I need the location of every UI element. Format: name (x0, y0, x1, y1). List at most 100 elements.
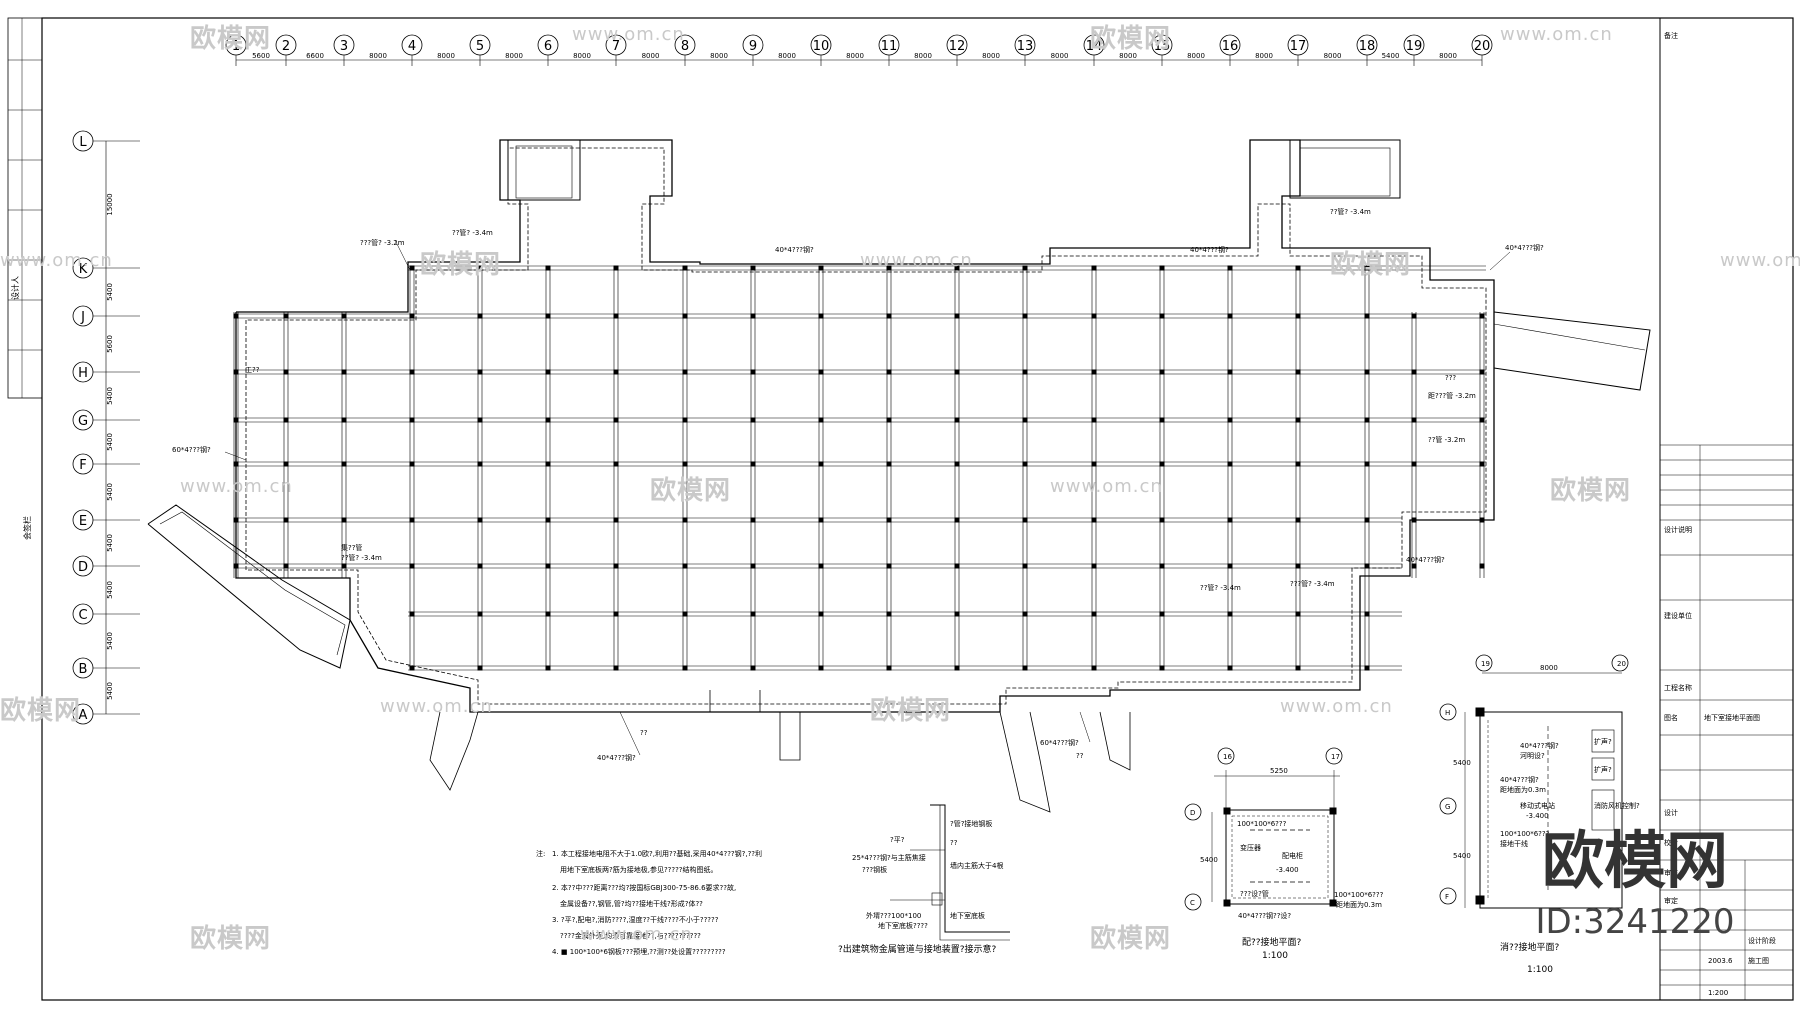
svg-text:集??管: 集??管 (341, 543, 362, 552)
svg-text:地下室底板????: 地下室底板???? (878, 921, 928, 930)
column-marker (682, 369, 688, 375)
column-marker (283, 417, 289, 423)
column-axis-label: 19 (1406, 39, 1423, 54)
column-axis-label: 3 (340, 39, 348, 54)
column-spacing: 8000 (573, 52, 591, 60)
column-marker (750, 417, 756, 423)
column-marker (1022, 665, 1028, 671)
column-marker (818, 369, 824, 375)
column-marker (1479, 461, 1485, 467)
column-marker (886, 313, 892, 319)
column-axis-label: 4 (408, 39, 416, 54)
column-marker (613, 517, 619, 523)
row-spacing: 5400 (106, 632, 114, 650)
column-axis-label: 6 (544, 39, 552, 54)
watermark-url: www.om.cn (1280, 696, 1393, 717)
row-spacing: 5400 (106, 283, 114, 301)
column-marker (283, 461, 289, 467)
column-spacing: 8000 (1119, 52, 1137, 60)
svg-text:4. ■ 100*100*6钢板???预埋,??测??处设置: 4. ■ 100*100*6钢板???预埋,??测??处设置????????? (552, 947, 726, 956)
column-spacing: 8000 (437, 52, 455, 60)
column-marker (954, 563, 960, 569)
column-marker (1022, 417, 1028, 423)
svg-text:5400: 5400 (1453, 759, 1471, 767)
column-marker (1022, 563, 1028, 569)
svg-text:100*100*6???: 100*100*6??? (1500, 830, 1550, 838)
column-marker (682, 417, 688, 423)
column-marker (613, 665, 619, 671)
column-marker (613, 461, 619, 467)
svg-text:2003.6: 2003.6 (1708, 957, 1733, 965)
column-marker (1364, 461, 1370, 467)
svg-text:2. 本??中???距离???均?按国标GBJ300-75-: 2. 本??中???距离???均?按国标GBJ300-75-86.6要求??故, (552, 883, 736, 892)
svg-text:???钢板: ???钢板 (862, 865, 887, 874)
column-marker (233, 461, 239, 467)
column-marker (682, 611, 688, 617)
column-marker (1022, 517, 1028, 523)
svg-text:???设?管: ???设?管 (1240, 889, 1269, 898)
watermark-brand: 欧模网 (1090, 924, 1172, 954)
column-marker (818, 461, 824, 467)
row-axis-label: L (79, 135, 87, 150)
column-marker (477, 417, 483, 423)
svg-text:100*100*6???: 100*100*6??? (1334, 891, 1384, 899)
column-marker (1159, 611, 1165, 617)
column-marker (1364, 517, 1370, 523)
column-marker (613, 611, 619, 617)
row-axis-label: D (78, 560, 88, 575)
column-marker (409, 417, 415, 423)
watermark-brand: 欧模网 (1330, 250, 1412, 280)
column-marker (1022, 611, 1028, 617)
column-marker (1091, 611, 1097, 617)
svg-text:扩声?: 扩声? (1594, 737, 1612, 746)
svg-text:?平?: ?平? (890, 836, 905, 844)
column-marker (818, 611, 824, 617)
column-marker (1091, 665, 1097, 671)
svg-text:距地面为0.3m: 距地面为0.3m (1336, 900, 1382, 909)
column-marker (1364, 563, 1370, 569)
title-block (1660, 444, 1793, 1000)
dimension-chains (105, 59, 1482, 714)
watermark-brand: 欧模网 (190, 924, 272, 954)
grounding-detail (890, 804, 1010, 941)
watermark-url: www.om.cn (180, 476, 293, 497)
svg-text:??: ?? (950, 839, 958, 847)
column-marker (1091, 313, 1097, 319)
fire-control-grounding-plan-text: 19 20 H G F 8000 5400 5400 40*4???钢? 河明设… (1445, 660, 1640, 901)
svg-text:40*4???钢?: 40*4???钢? (1500, 775, 1539, 784)
column-marker (1227, 665, 1233, 671)
row-axis-label: F (79, 458, 86, 473)
watermark-brand: 欧模网 (650, 476, 732, 506)
column-marker (682, 665, 688, 671)
column-marker (954, 265, 960, 271)
column-marker (1227, 461, 1233, 467)
column-marker (1091, 369, 1097, 375)
svg-text:60*4???钢?: 60*4???钢? (172, 445, 211, 454)
svg-text:配电柜: 配电柜 (1282, 851, 1303, 860)
svg-text:外壻???100*100: 外壻???100*100 (866, 911, 921, 920)
svg-text:40*4???钢?: 40*4???钢? (1520, 741, 1559, 750)
column-axis-label: 2 (282, 39, 290, 54)
column-marker (545, 563, 551, 569)
column-marker (409, 461, 415, 467)
svg-text:设计阶段: 设计阶段 (1748, 936, 1776, 945)
column-axis-label: 11 (881, 39, 898, 54)
row-axis-label: A (79, 708, 88, 723)
column-marker (750, 665, 756, 671)
column-marker (409, 369, 415, 375)
column-marker (1295, 265, 1301, 271)
svg-text:设计说明: 设计说明 (1664, 525, 1692, 534)
column-marker (1411, 517, 1417, 523)
column-marker (233, 313, 239, 319)
column-marker (886, 517, 892, 523)
column-marker (886, 265, 892, 271)
column-marker (341, 369, 347, 375)
svg-text:40*4???钢??设?: 40*4???钢??设? (1238, 911, 1291, 920)
column-spacing: 8000 (1051, 52, 1069, 60)
watermark-url: www.om.cn (860, 250, 973, 271)
basement-outline (147, 139, 1651, 813)
column-marker (477, 517, 483, 523)
column-axis-label: 9 (749, 39, 757, 54)
column-marker (1022, 265, 1028, 271)
